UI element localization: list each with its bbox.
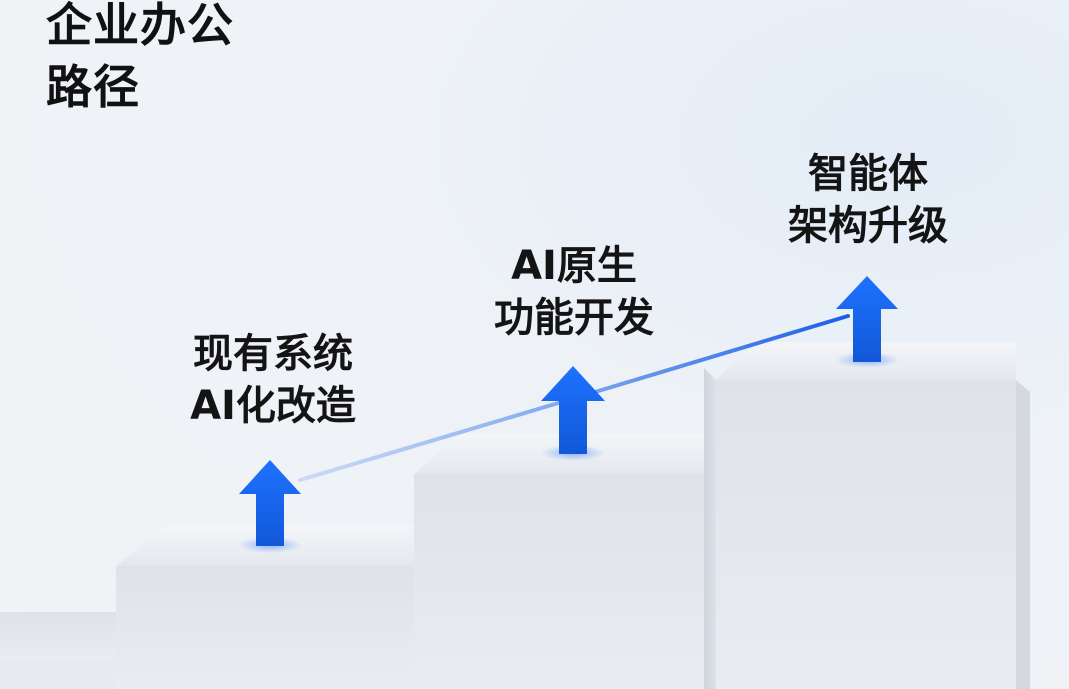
step-label-3-line2: 架构升级 xyxy=(758,200,978,252)
step-label-3-line1: 智能体 xyxy=(758,148,978,200)
step-3 xyxy=(704,342,1030,689)
step-label-2: AI原生 功能开发 xyxy=(464,240,684,344)
step-label-1-line1: 现有系统 xyxy=(168,328,378,380)
step-label-2-line1: AI原生 xyxy=(464,240,684,292)
step-label-1-line2: AI化改造 xyxy=(168,380,378,432)
step-label-2-line2: 功能开发 xyxy=(464,292,684,344)
step-label-3: 智能体 架构升级 xyxy=(758,148,978,252)
step-2 xyxy=(414,434,714,689)
step-label-1: 现有系统 AI化改造 xyxy=(168,328,378,432)
step-0 xyxy=(0,612,116,689)
